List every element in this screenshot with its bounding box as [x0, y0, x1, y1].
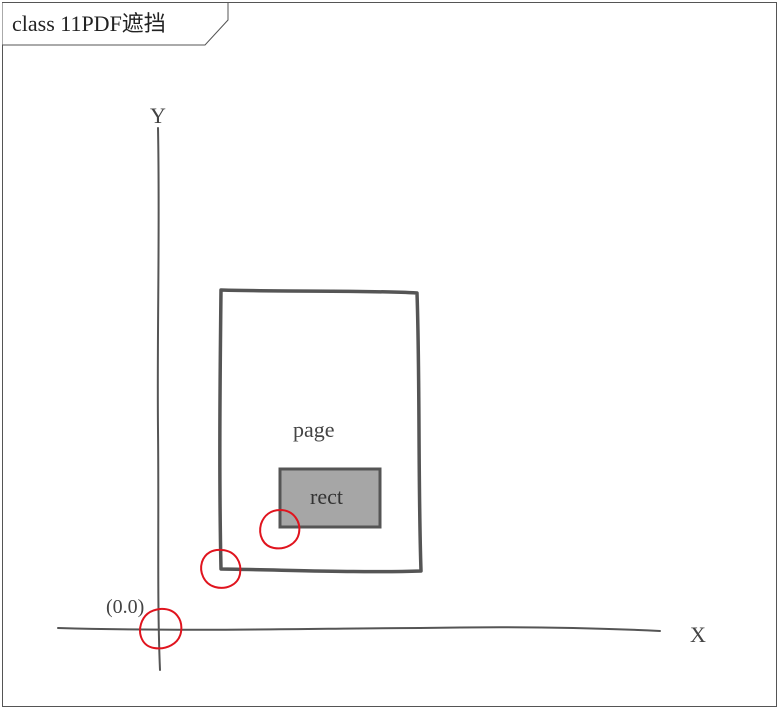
rect-label: rect: [310, 484, 343, 509]
rect-shape: [278, 467, 382, 529]
page-label: page: [293, 417, 335, 442]
diagram-title: class 11PDF遮挡: [12, 11, 166, 36]
title-tab: [2, 2, 229, 46]
origin-label: (0.0): [106, 596, 144, 618]
page-corner-highlight-circle: [200, 548, 242, 589]
x-axis-label: X: [690, 622, 706, 647]
x-axis-line: [57, 626, 661, 632]
origin-highlight-circle: [139, 607, 183, 650]
y-axis-label: Y: [150, 103, 166, 128]
page-shape: [218, 288, 423, 574]
rect-corner-highlight-circle: [259, 508, 301, 550]
y-axis-line: [156, 127, 161, 671]
